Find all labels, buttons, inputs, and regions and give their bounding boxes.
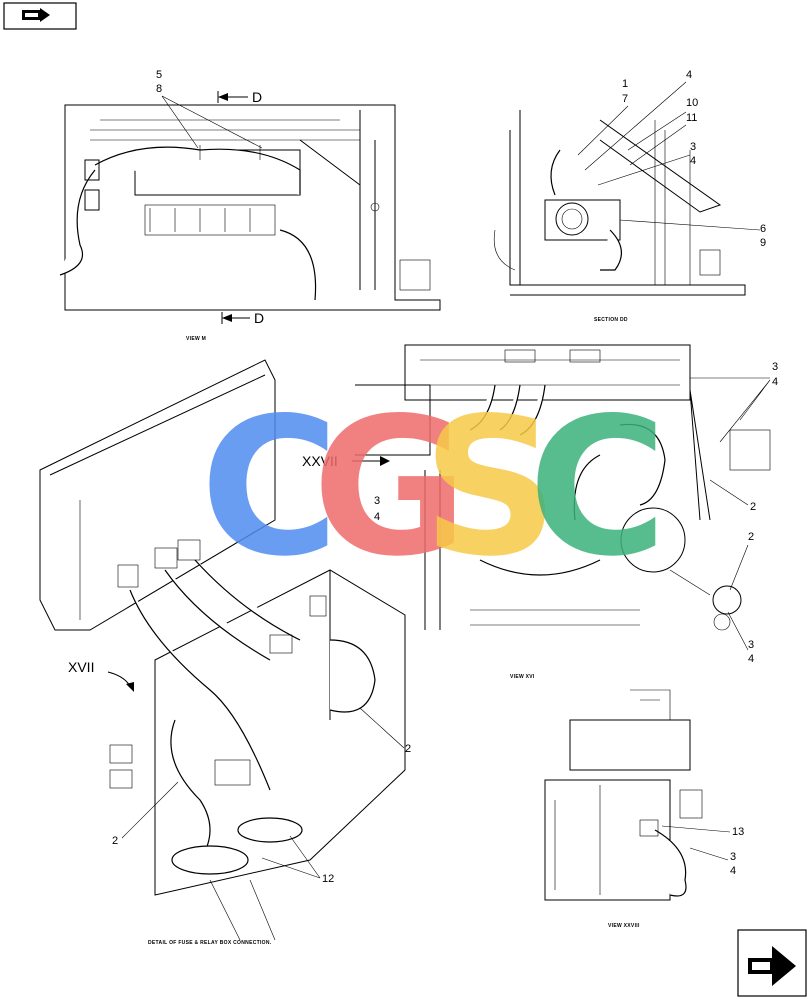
view-xvi-drawing <box>355 344 771 631</box>
view-xvi-callout-2a: 2 <box>750 501 756 513</box>
book-nav-button[interactable] <box>3 2 77 30</box>
view-xxviii-drawing <box>544 689 703 901</box>
next-page-arrow-icon <box>748 946 796 986</box>
view-xvi-leaders <box>690 377 771 651</box>
section-dd-leaders <box>577 81 761 231</box>
detail-drawing <box>109 539 406 941</box>
view-xvi-callout-4b: 4 <box>748 653 754 665</box>
view-xvi-callout-4c: 4 <box>374 511 380 523</box>
view-xxviii-caption: VIEW XXVIII <box>608 923 640 929</box>
section-dd-callout-10: 10 <box>686 97 698 109</box>
view-xvi-caption: VIEW XVI <box>510 674 535 680</box>
view-xxviii-callout-4: 4 <box>730 865 736 877</box>
view-xvi-callout-4a: 4 <box>772 376 778 388</box>
book-arrow-icon <box>22 8 50 22</box>
view-xxviii-callout-3: 3 <box>730 851 736 863</box>
watermark-letter-4: C <box>528 377 667 598</box>
svg-text:XVII: XVII <box>68 659 94 675</box>
section-dd-callout-7: 7 <box>622 93 628 105</box>
view-m-leader <box>161 95 263 149</box>
svg-text:XXVII: XXVII <box>302 453 338 469</box>
view-xvi-callout-3c: 3 <box>374 495 380 507</box>
watermark-letter-2: G <box>312 377 468 598</box>
detail-callout-2b: 2 <box>405 743 411 755</box>
svg-text:D: D <box>252 89 262 105</box>
section-dd-callout-1: 1 <box>622 78 628 90</box>
view-m-caption: VIEW M <box>186 336 206 342</box>
detail-caption: DETAIL OF FUSE & RELAY BOX CONNECTION. <box>148 940 272 946</box>
watermark: C G S C <box>200 377 667 598</box>
section-dd-drawing <box>493 110 746 296</box>
section-d-marker-top: D <box>217 89 262 105</box>
section-dd-callout-9: 9 <box>760 237 766 249</box>
section-d-marker-bottom: D <box>221 310 264 326</box>
view-m-callout-8: 8 <box>156 83 162 95</box>
view-xvi-callout-2b: 2 <box>748 531 754 543</box>
watermark-letter-1: C <box>200 377 339 598</box>
section-dd-callout-4: 4 <box>686 69 692 81</box>
relay-board-drawing <box>39 359 276 631</box>
section-dd-callout-6: 6 <box>760 223 766 235</box>
next-page-button[interactable] <box>737 929 807 997</box>
view-xvii-marker: XVII <box>68 659 134 692</box>
svg-text:D: D <box>254 310 264 326</box>
detail-leaders <box>121 707 405 879</box>
view-xxviii-callout-13: 13 <box>732 826 744 838</box>
detail-callout-2a: 2 <box>112 835 118 847</box>
section-dd-callout-4b: 4 <box>690 155 696 167</box>
view-m-callout-5: 5 <box>156 69 162 81</box>
watermark-letter-3: S <box>422 377 559 598</box>
view-xxvii-marker: XXVII <box>302 453 390 469</box>
section-dd-caption: SECTION DD <box>594 317 628 323</box>
detail-callout-12: 12 <box>322 873 334 885</box>
section-dd-callout-3: 3 <box>690 141 696 153</box>
view-m-drawing <box>59 104 441 311</box>
section-dd-callout-11: 11 <box>686 112 697 124</box>
view-xvi-callout-3b: 3 <box>748 639 754 651</box>
view-xxviii-leaders <box>661 825 731 861</box>
view-xvi-callout-3a: 3 <box>772 361 778 373</box>
